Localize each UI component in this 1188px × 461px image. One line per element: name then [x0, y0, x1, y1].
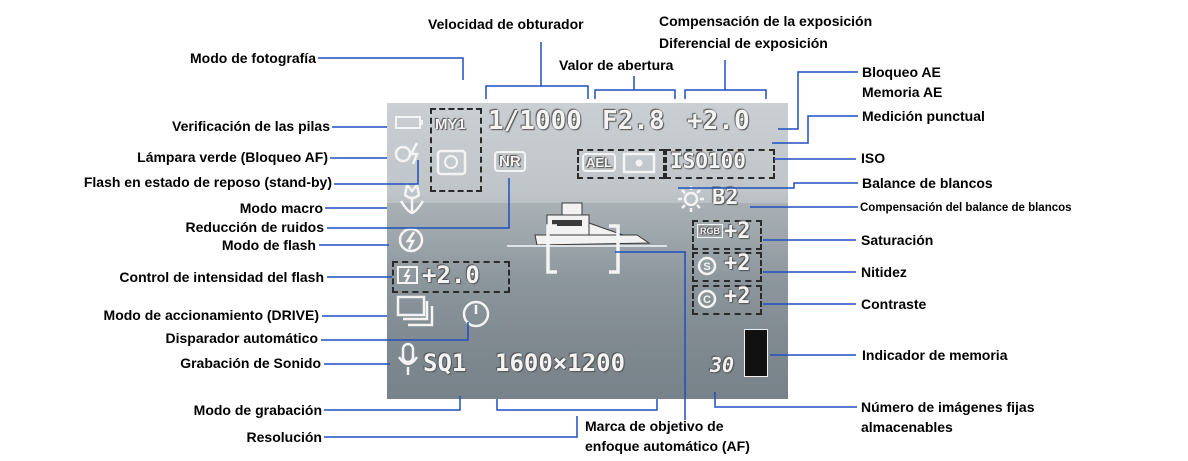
af-lock-lamp-icon — [394, 142, 419, 165]
spot-metering-icon — [622, 152, 656, 174]
wb-compensation-value: B2 — [712, 185, 739, 210]
record-mode-value: SQ1 — [423, 349, 467, 377]
self-timer-icon — [462, 300, 490, 328]
label-sound-recording: Grabación de Sonido — [180, 355, 321, 371]
svg-text:C: C — [703, 294, 711, 306]
label-shooting-mode: Modo de fotografía — [190, 50, 316, 66]
af-target-mark — [546, 224, 620, 274]
label-aperture: Valor de abertura — [559, 57, 674, 73]
flash-intensity-value: +2.0 — [422, 261, 480, 289]
iso-box — [665, 149, 775, 179]
label-self-timer: Disparador automático — [165, 330, 318, 346]
label-remaining-shots-1: Número de imágenes fijas — [861, 399, 1035, 415]
noise-reduction-badge: NR — [494, 151, 526, 172]
label-remaining-shots-2: almacenables — [861, 419, 953, 435]
remaining-shots-value: 30 — [710, 353, 735, 377]
label-sharpness: Nitidez — [861, 264, 907, 280]
label-macro-mode: Modo macro — [239, 200, 323, 216]
sharpness-icon: S — [697, 256, 717, 276]
label-record-mode: Modo de grabación — [193, 402, 322, 418]
label-af-target-2: enfoque automático (AF) — [585, 438, 750, 454]
saturation-box — [692, 220, 762, 250]
iso-value: ISO100 — [670, 149, 746, 173]
flash-intensity-box — [392, 261, 510, 293]
macro-icon — [399, 182, 425, 215]
label-ae-memory: Memoria AE — [862, 84, 943, 100]
flash-intensity-icon — [397, 266, 418, 284]
label-green-lamp: Lámpara verde (Bloqueo AF) — [137, 149, 328, 165]
battery-icon — [395, 116, 423, 129]
my-mode-icon: MY1 — [435, 116, 466, 133]
white-balance-sun-icon — [678, 186, 704, 212]
flash-mode-icon — [398, 227, 424, 253]
label-exposure-differential: Diferencial de exposición — [659, 35, 828, 51]
scene-mode-icon — [436, 149, 467, 176]
label-white-balance: Balance de blancos — [862, 175, 993, 191]
label-saturation: Saturación — [861, 232, 934, 248]
shutter-speed-value: 1/1000 — [488, 106, 582, 136]
label-af-target-1: Marca de objetivo de — [585, 418, 724, 434]
label-iso: ISO — [861, 150, 886, 166]
contrast-box — [692, 285, 762, 315]
aperture-value: F2.8 — [602, 106, 665, 136]
label-memory-gauge: Indicador de memoria — [862, 347, 1008, 363]
camera-lcd-screen: MY1 1/1000 F2.8 +2.0 NR AEL ISO100 B2 RG… — [387, 103, 788, 399]
label-exposure-compensation: Compensación de la exposición — [659, 13, 873, 29]
label-flash-mode: Modo de flash — [221, 237, 316, 253]
label-ae-lock: Bloqueo AE — [862, 64, 941, 80]
sharpness-box — [692, 252, 762, 282]
boat-scene — [387, 202, 788, 399]
label-contrast: Contraste — [861, 296, 927, 312]
sharpness-value: +2 — [724, 251, 751, 276]
contrast-icon: C — [697, 289, 717, 309]
exposure-compensation-value: +2.0 — [687, 106, 750, 136]
label-battery-check: Verificación de las pilas — [172, 118, 330, 134]
label-resolution: Resolución — [246, 429, 322, 445]
label-spot-metering: Medición punctual — [862, 108, 985, 124]
saturation-icon: RGB — [697, 224, 723, 238]
drive-mode-icon — [396, 295, 434, 327]
label-noise-reduction: Reducción de ruidos — [185, 219, 324, 235]
resolution-value: 1600×1200 — [495, 349, 626, 377]
ae-lock-icon: AEL — [582, 153, 616, 172]
label-flash-standby: Flash en estado de reposo (stand-by) — [83, 174, 332, 190]
ae-metering-box — [577, 149, 665, 179]
memory-gauge — [744, 329, 768, 377]
svg-text:S: S — [703, 261, 710, 273]
microphone-icon — [397, 342, 419, 375]
label-drive-mode: Modo de accionamiento (DRIVE) — [103, 307, 319, 323]
label-flash-intensity: Control de intensidad del flash — [119, 269, 324, 285]
label-wb-compensation: Compensación del balance de blancos — [860, 202, 1072, 214]
contrast-value: +2 — [724, 284, 751, 309]
label-shutter-speed: Velocidad de obturador — [428, 16, 584, 32]
saturation-value: +2 — [724, 219, 751, 244]
